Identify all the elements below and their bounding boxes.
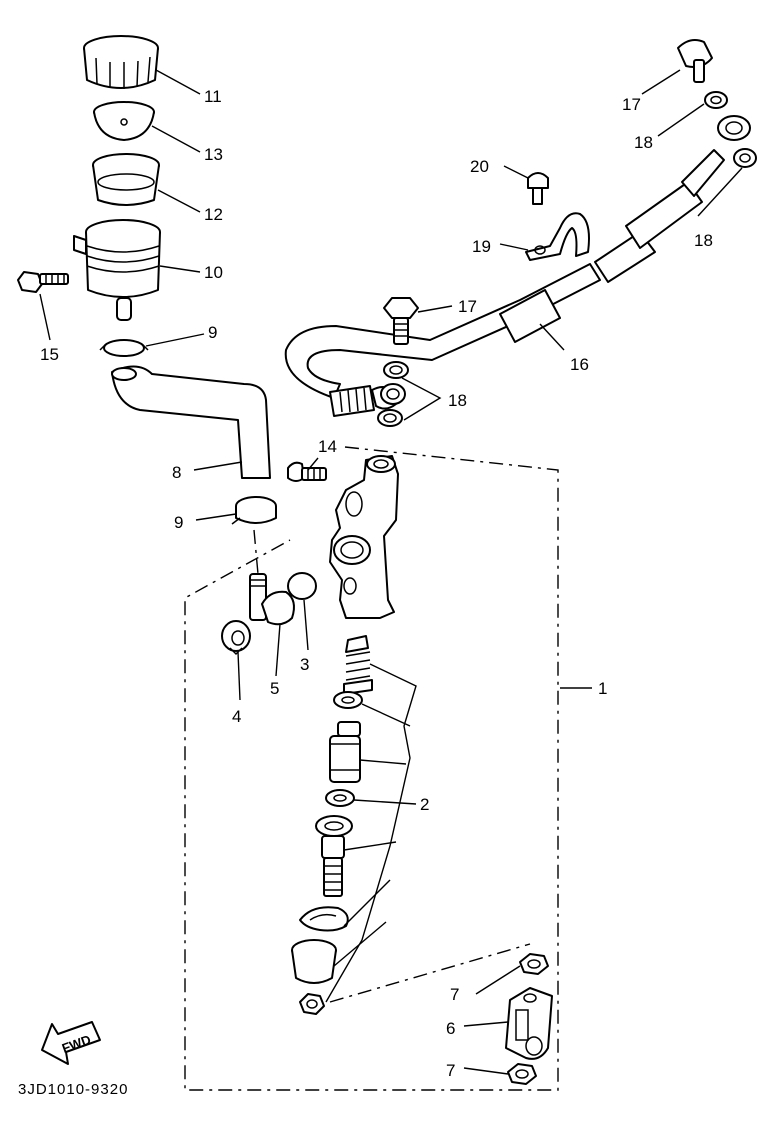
- reservoir-tank-10: [73, 219, 161, 321]
- callout-18-upper-b: 18: [694, 231, 713, 250]
- hose-guide-19: [525, 212, 590, 261]
- cylinder-kit-2: [291, 635, 373, 1015]
- callout-12: 12: [204, 205, 223, 224]
- callout-3: 3: [300, 655, 309, 674]
- clamp-9-lower: [231, 496, 277, 525]
- callout-10: 10: [204, 263, 223, 282]
- union-bolt-17-upper: [677, 39, 713, 83]
- callout-4: 4: [232, 707, 241, 726]
- reservoir-cap-11: [83, 35, 159, 89]
- callout-16: 16: [570, 355, 589, 374]
- washer-18-b: [733, 148, 757, 168]
- callout-17-lower: 17: [458, 297, 477, 316]
- assembly-boundary-dashed: [184, 446, 559, 1091]
- callout-11: 11: [204, 87, 222, 106]
- callout-18-upper-a: 18: [634, 133, 653, 152]
- diaphragm-holder-12: [92, 153, 160, 206]
- diaphragm-13: [93, 101, 155, 141]
- o-ring-3: [287, 572, 317, 600]
- callout-1: 1: [598, 679, 607, 698]
- master-cylinder-body: [329, 455, 399, 619]
- union-bolt-17-lower: [383, 297, 419, 345]
- hose-8: [111, 365, 271, 479]
- nut-7-lower: [507, 1063, 537, 1085]
- callout-18-lower: 18: [448, 391, 467, 410]
- bolt-15: [17, 271, 69, 293]
- banjo-fitting-upper: [717, 115, 751, 141]
- diagram-code: 3JD1010-9320: [18, 1081, 128, 1098]
- callout-5: 5: [270, 679, 279, 698]
- nut-7-upper: [519, 953, 549, 975]
- callout-13: 13: [204, 145, 223, 164]
- banjo-fitting-lower: [380, 383, 406, 405]
- leader-lines: [39, 69, 743, 1075]
- callout-20: 20: [470, 157, 489, 176]
- callout-15: 15: [40, 345, 59, 364]
- callout-2: 2: [420, 795, 429, 814]
- callout-6: 6: [446, 1019, 455, 1038]
- bolt-14: [287, 461, 327, 482]
- callout-17-upper: 17: [622, 95, 641, 114]
- callout-7-upper: 7: [450, 985, 459, 1004]
- callout-9-upper: 9: [208, 323, 217, 342]
- bolt-20: [527, 172, 549, 205]
- hose-joint-5: [249, 573, 295, 626]
- callout-labels: 11 13 12 10 15 9 8 9 14 3 5 4 17 18 16 1…: [40, 87, 713, 1080]
- callout-8: 8: [172, 463, 181, 482]
- washer-18-d: [377, 409, 403, 427]
- circlip-4: [221, 620, 251, 656]
- clamp-9-upper: [99, 339, 149, 357]
- washer-18-c: [383, 361, 409, 379]
- clevis-6: [505, 987, 553, 1060]
- callout-9-lower: 9: [174, 513, 183, 532]
- callout-14: 14: [318, 437, 337, 456]
- callout-19: 19: [472, 237, 491, 256]
- callout-7-lower: 7: [446, 1061, 455, 1080]
- fwd-arrow-icon: FWD: [41, 1021, 101, 1065]
- brake-hose-16: [284, 149, 725, 417]
- washer-18-a: [704, 91, 728, 109]
